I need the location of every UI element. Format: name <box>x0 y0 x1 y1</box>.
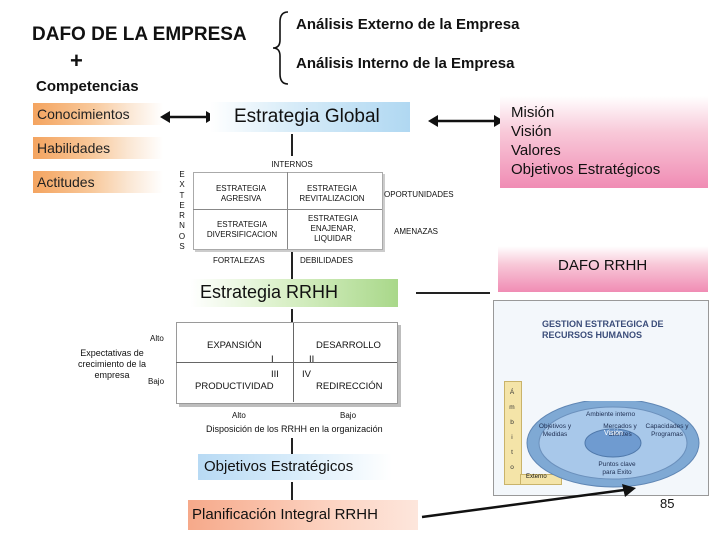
quadrant-redireccion-label: REDIRECCIÓN <box>316 381 383 392</box>
competencia-label: Conocimientos <box>37 106 130 122</box>
externos-letter: R <box>179 211 185 221</box>
ambito-letter: Á <box>509 389 515 396</box>
connector-line <box>291 252 293 282</box>
ambito-letter: i <box>511 434 513 441</box>
page-number: 85 <box>660 496 675 511</box>
y-axis-high: Alto <box>150 334 164 343</box>
y-axis-low: Bajo <box>148 377 165 386</box>
ambito-letter: t <box>511 449 513 456</box>
connector-line <box>291 482 293 500</box>
x-axis-title: Disposición de los RRHH en la organizaci… <box>206 424 383 434</box>
connector-line <box>291 134 293 156</box>
quadrant-iii-number: III <box>271 369 279 380</box>
mission-item: Misión <box>511 104 555 121</box>
arrow-icon <box>421 484 636 519</box>
connector-line <box>416 292 490 294</box>
ambito-letter: m <box>509 404 515 411</box>
externos-letter: S <box>179 242 185 252</box>
competencia-actitudes: Actitudes <box>33 171 163 193</box>
estrategia-rrhh-label: Estrategia RRHH <box>200 282 339 302</box>
mission-block: Misión Visión Valores Objetivos Estratég… <box>500 96 708 188</box>
externos-letter: E <box>179 200 185 210</box>
estrategia-rrhh-box: Estrategia RRHH <box>190 279 398 307</box>
ambito-bar <box>504 381 522 485</box>
competencia-label: Actitudes <box>37 174 95 190</box>
dafo-cell-revitalizacion: ESTRATEGIA REVITALIZACION <box>299 184 365 203</box>
objectives-item: Objetivos Estratégicos <box>511 161 661 178</box>
x-axis-low: Bajo <box>340 411 357 420</box>
connector-line <box>291 309 293 323</box>
planificacion-box: Planificación Integral RRHH <box>188 500 418 530</box>
estrategia-global-box: Estrategia Global <box>210 102 410 132</box>
ambiente-interno-label: Ambiente interno <box>586 411 636 418</box>
rrhh-matrix-vline <box>293 323 294 402</box>
dafo-matrix-vline <box>287 172 288 249</box>
dafo-rrhh-label: DAFO RRHH <box>558 257 648 274</box>
estrategia-global-label: Estrategia Global <box>234 106 380 127</box>
plus-sign: + <box>70 48 83 73</box>
quadrant-desarrollo-label: DESARROLLO <box>316 340 381 351</box>
internos-label: INTERNOS <box>271 160 313 169</box>
dafo-cell-diversificacion: ESTRATEGIA DIVERSIFICACION <box>206 220 278 239</box>
dafo-matrix-frame <box>193 172 383 250</box>
externos-letter: T <box>179 190 185 200</box>
competencia-habilidades: Habilidades <box>33 137 163 159</box>
puntos-clave-label: Puntos clave para Exito <box>598 461 636 476</box>
ambito-letter: o <box>510 464 514 471</box>
planificacion-label: Planificación Integral RRHH <box>192 506 378 523</box>
quadrant-expansion-label: EXPANSIÓN <box>207 340 262 351</box>
externos-letter: O <box>178 231 186 241</box>
dafo-cell-enajenar: ESTRATEGIA ENAJENAR, LIQUIDAR <box>307 214 359 243</box>
values-item: Valores <box>511 142 561 159</box>
capacidades-label: Capacidades y Programas <box>645 423 689 438</box>
external-analysis-label: Análisis Externo de la Empresa <box>296 16 520 33</box>
fortalezas-label: FORTALEZAS <box>213 256 265 265</box>
dafo-cell-agresiva: ESTRATEGIA AGRESIVA <box>215 184 267 203</box>
vision-item: Visión <box>511 123 552 140</box>
externos-letter: N <box>179 221 185 231</box>
vision-center-label: Visión <box>604 430 623 437</box>
ambito-label: Á m b i t o <box>507 385 517 475</box>
internal-analysis-label: Análisis Interno de la Empresa <box>296 55 515 72</box>
connector-line <box>291 438 293 454</box>
double-arrow-icon <box>428 115 504 127</box>
rrhh-matrix-frame <box>176 322 398 404</box>
objetivos-estrategicos-box: Objetivos Estratégicos <box>198 454 392 480</box>
gestion-ellipses-graphic <box>526 401 700 488</box>
double-arrow-icon <box>160 111 216 123</box>
competencia-label: Habilidades <box>37 140 111 156</box>
gestion-estrategica-card: GESTION ESTRATEGICA DE RECURSOS HUMANOS … <box>493 300 709 496</box>
gestion-card-title: GESTION ESTRATEGICA DE RECURSOS HUMANOS <box>542 319 664 340</box>
mercados-label: Mercados y Clientes <box>603 423 637 438</box>
externos-label: E X T E R N O S <box>176 170 188 252</box>
quadrant-ii-number: II <box>309 354 315 365</box>
curly-brace-icon <box>272 11 289 85</box>
objetivos-medidas-label: Objetivos y Medidas <box>538 423 572 438</box>
objetivos-estrategicos-label: Objetivos Estratégicos <box>204 458 354 475</box>
rrhh-matrix-hline <box>176 362 397 363</box>
quadrant-iv-number: IV <box>302 369 311 380</box>
oportunidades-label: OPORTUNIDADES <box>384 190 454 199</box>
externos-letter: E <box>179 170 185 179</box>
y-axis-title: Expectativas de crecimiento de la empres… <box>77 348 147 380</box>
competencias-title: Competencias <box>36 78 139 95</box>
externos-letter: X <box>179 180 185 190</box>
quadrant-productividad-label: PRODUCTIVIDAD <box>195 381 274 392</box>
x-axis-high: Alto <box>232 411 246 420</box>
externo-bar <box>520 474 562 485</box>
competencia-conocimientos: Conocimientos <box>33 103 163 125</box>
dafo-rrhh-box: DAFO RRHH <box>498 246 708 292</box>
externo-label: Externo <box>526 474 547 480</box>
quadrant-i-number: I <box>271 354 274 365</box>
amenazas-label: AMENAZAS <box>394 227 439 236</box>
ambito-letter: b <box>510 419 514 426</box>
dafo-title: DAFO DE LA EMPRESA <box>32 24 247 45</box>
debilidades-label: DEBILIDADES <box>300 256 353 265</box>
